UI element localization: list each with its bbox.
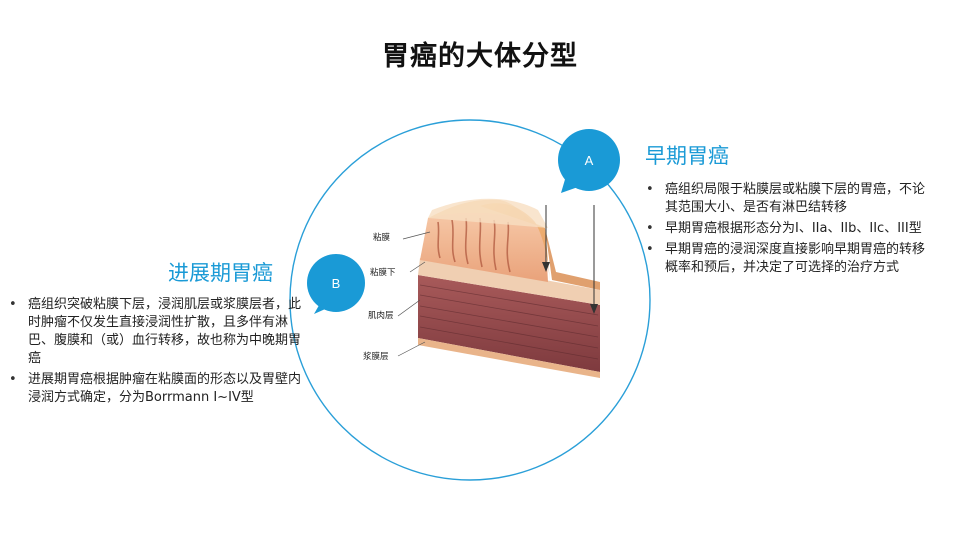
early-cancer-heading: 早期胃癌: [645, 144, 729, 168]
advanced-cancer-points: 癌组织突破粘膜下层，浸润肌层或浆膜层者，此时肿瘤不仅发生直接浸润性扩散，且多伴有…: [6, 296, 306, 410]
badge-a-label: A: [585, 153, 594, 168]
layer-label-submucosa: 粘膜下: [370, 267, 396, 278]
layer-label-serosa: 浆膜层: [363, 351, 389, 362]
list-item: 进展期胃癌根据肿瘤在粘膜面的形态以及胃壁内浸润方式确定，分为Borrmann I…: [6, 371, 306, 407]
list-item: 癌组织突破粘膜下层，浸润肌层或浆膜层者，此时肿瘤不仅发生直接浸润性扩散，且多伴有…: [6, 296, 306, 368]
list-item: 早期胃癌根据形态分为I、IIa、IIb、IIc、III型: [643, 220, 930, 238]
list-item: 早期胃癌的浸润深度直接影响早期胃癌的转移概率和预后，并决定了可选择的治疗方式: [643, 241, 930, 277]
badge-a: A: [558, 129, 620, 193]
tissue-illustration: [397, 198, 600, 378]
slide-title: 胃癌的大体分型: [382, 41, 578, 72]
badge-b: B: [307, 254, 365, 314]
early-cancer-points: 癌组织局限于粘膜层或粘膜下层的胃癌，不论其范围大小、是否有淋巴结转移 早期胃癌根…: [643, 181, 930, 280]
list-item: 癌组织局限于粘膜层或粘膜下层的胃癌，不论其范围大小、是否有淋巴结转移: [643, 181, 930, 217]
layer-label-muscle: 肌肉层: [368, 310, 394, 321]
layer-label-mucosa: 粘膜: [373, 232, 391, 243]
badge-b-label: B: [332, 276, 341, 291]
advanced-cancer-heading: 进展期胃癌: [168, 261, 273, 285]
